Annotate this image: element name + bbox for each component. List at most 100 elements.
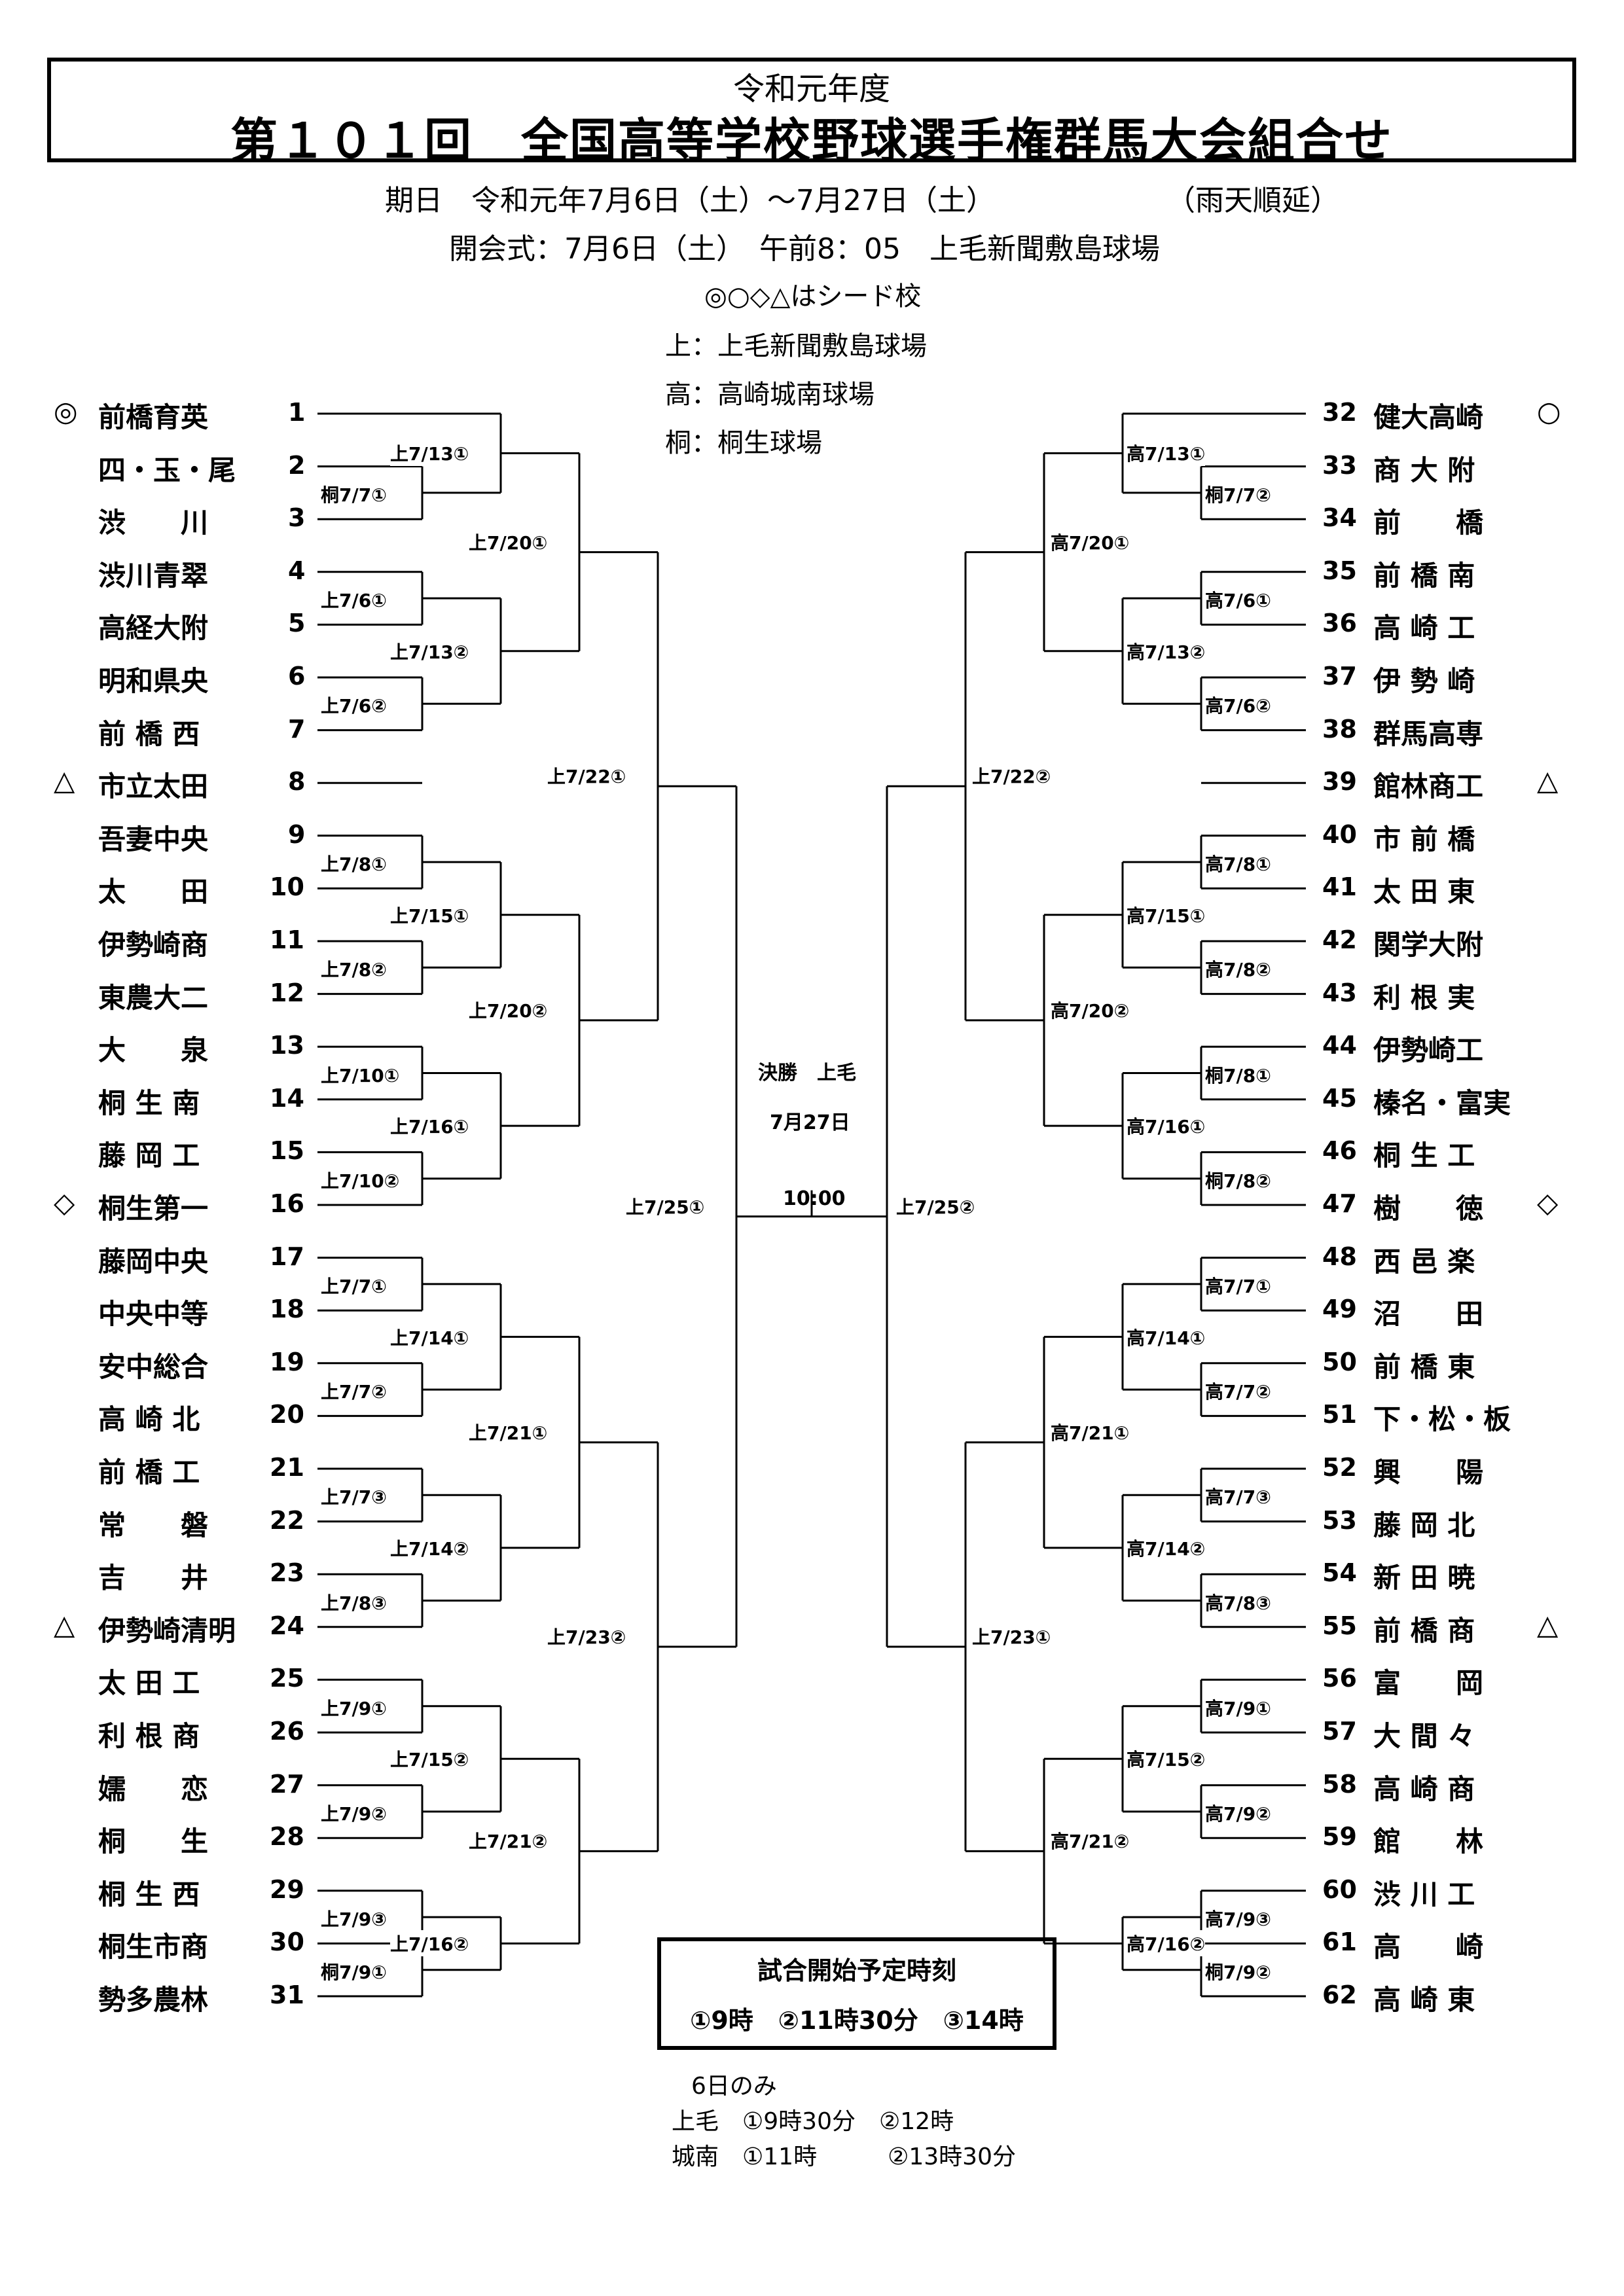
- game-r3: 上7/21①: [469, 1418, 548, 1445]
- team-name: 利 根 実: [1373, 981, 1475, 1014]
- team-name: 沼 田: [1373, 1298, 1484, 1331]
- note-line-2: 城南 ①11時 ②13時30分: [672, 2144, 1016, 2170]
- team-name: 伊勢崎工: [1373, 1034, 1484, 1067]
- team-name: 桐 生 南: [98, 1086, 200, 1119]
- game-semi: 上7/25②: [896, 1193, 975, 1219]
- team-name: 常 磐: [98, 1509, 209, 1541]
- team-number: 14: [270, 1083, 304, 1113]
- team-name: 前 橋 東: [1373, 1350, 1475, 1383]
- team-name: 渋 川: [98, 507, 209, 539]
- game-r3: 高7/21②: [1051, 1827, 1130, 1854]
- team-number: 46: [1322, 1136, 1357, 1166]
- game-r1: 桐7/8②: [1205, 1166, 1271, 1193]
- game-r2: 上7/16②: [390, 1930, 469, 1957]
- team-number: 6: [288, 662, 306, 691]
- team-name: 桐 生 西: [98, 1878, 200, 1910]
- team-number: 10: [270, 872, 304, 902]
- game-r2: 上7/13①: [390, 440, 469, 467]
- game-r1: 高7/7①: [1205, 1272, 1271, 1299]
- game-r2: 高7/14①: [1127, 1323, 1206, 1350]
- period-info: 期日 令和元年7月6日（土）～7月27日（土）: [385, 184, 995, 217]
- team-number: 33: [1322, 450, 1357, 480]
- game-r1: 上7/8③: [321, 1588, 387, 1615]
- team-name: 前 橋 西: [98, 717, 200, 750]
- team-name: 藤 岡 工: [98, 1139, 200, 1172]
- team-name: 前 橋: [1373, 507, 1484, 539]
- team-name: 高 崎 工: [1373, 612, 1475, 645]
- game-r4: 上7/23②: [547, 1623, 626, 1650]
- game-r2: 上7/13②: [390, 637, 469, 664]
- team-number: 57: [1322, 1717, 1357, 1746]
- team-number: 43: [1322, 978, 1357, 1007]
- team-number: 50: [1322, 1347, 1357, 1376]
- team-name: 大 間 々: [1373, 1720, 1475, 1752]
- team-name: 桐 生: [98, 1825, 209, 1858]
- game-r2: 高7/13①: [1127, 440, 1206, 467]
- team-name: 四・玉・尾: [98, 454, 236, 486]
- team-number: 38: [1322, 714, 1357, 744]
- team-number: 16: [270, 1189, 304, 1218]
- team-name: 伊勢崎清明: [98, 1614, 236, 1647]
- team-name: 高 崎 東: [1373, 1984, 1475, 2016]
- team-number: 35: [1322, 556, 1357, 585]
- game-r1: 上7/10①: [321, 1061, 400, 1088]
- team-name: 前 橋 商: [1373, 1614, 1475, 1647]
- seed-mark: ◎: [54, 395, 78, 427]
- team-number: 37: [1322, 662, 1357, 691]
- schedule-box: 試合開始予定時刻 ①9時 ②11時30分 ③14時: [657, 1937, 1056, 2050]
- venue-legend-2: 高：高崎城南球場: [665, 380, 875, 410]
- title-main: 第１０１回 全国高等学校野球選手権群馬大会組合せ: [230, 113, 1393, 168]
- team-number: 45: [1322, 1083, 1357, 1113]
- team-number: 11: [270, 925, 304, 954]
- team-number: 32: [1322, 398, 1357, 427]
- seed-mark: ◇: [1537, 1187, 1559, 1219]
- note-heading: 6日のみ: [691, 2073, 777, 2100]
- team-name: 市 前 橋: [1373, 823, 1475, 855]
- game-r1: 高7/8③: [1205, 1588, 1271, 1615]
- team-number: 41: [1322, 872, 1357, 902]
- team-number: 59: [1322, 1822, 1357, 1852]
- team-name: 桐生第一: [98, 1193, 209, 1225]
- game-r2: 上7/15②: [390, 1746, 469, 1772]
- game-r1: 上7/7①: [321, 1272, 387, 1299]
- game-r4: 上7/23①: [972, 1623, 1051, 1650]
- team-number: 9: [288, 819, 306, 849]
- game-r1: 高7/9③: [1205, 1905, 1271, 1932]
- team-name: 桐 生 工: [1373, 1139, 1475, 1172]
- team-number: 21: [270, 1453, 304, 1482]
- team-number: 5: [288, 609, 306, 638]
- team-number: 27: [270, 1769, 304, 1799]
- team-name: 明和県央: [98, 665, 209, 697]
- team-name: 吾妻中央: [98, 823, 209, 855]
- team-number: 8: [288, 767, 306, 797]
- team-name: 前 橋 南: [1373, 559, 1475, 592]
- team-name: 東農大二: [98, 981, 209, 1014]
- game-r1: 高7/7③: [1205, 1483, 1271, 1510]
- team-number: 23: [270, 1558, 304, 1588]
- final-time: 10:00: [783, 1187, 846, 1210]
- game-r3: 上7/20②: [469, 996, 548, 1023]
- note-line-1: 上毛 ①9時30分 ②12時: [672, 2108, 954, 2135]
- game-r1: 桐7/8①: [1205, 1061, 1271, 1088]
- seed-mark: △: [1537, 1608, 1559, 1641]
- game-r2: 上7/16①: [390, 1113, 469, 1139]
- team-name: 安中総合: [98, 1350, 209, 1383]
- team-number: 56: [1322, 1664, 1357, 1693]
- team-number: 12: [270, 978, 304, 1007]
- team-name: 関学大附: [1373, 929, 1484, 961]
- team-number: 28: [270, 1822, 304, 1852]
- seed-mark: △: [54, 764, 75, 797]
- game-r3: 上7/21②: [469, 1827, 548, 1854]
- game-r1: 上7/9③: [321, 1905, 387, 1932]
- game-r2: 高7/15①: [1127, 901, 1206, 928]
- game-r2: 上7/14①: [390, 1323, 469, 1350]
- game-r3: 上7/20①: [469, 528, 548, 555]
- team-number: 60: [1322, 1874, 1357, 1904]
- schedule-title: 試合開始予定時刻: [757, 1956, 956, 1985]
- team-number: 7: [288, 714, 306, 744]
- team-name: 高 崎 商: [1373, 1772, 1475, 1805]
- team-name: 健大高崎: [1373, 401, 1484, 433]
- team-name: 興 陽: [1373, 1456, 1484, 1488]
